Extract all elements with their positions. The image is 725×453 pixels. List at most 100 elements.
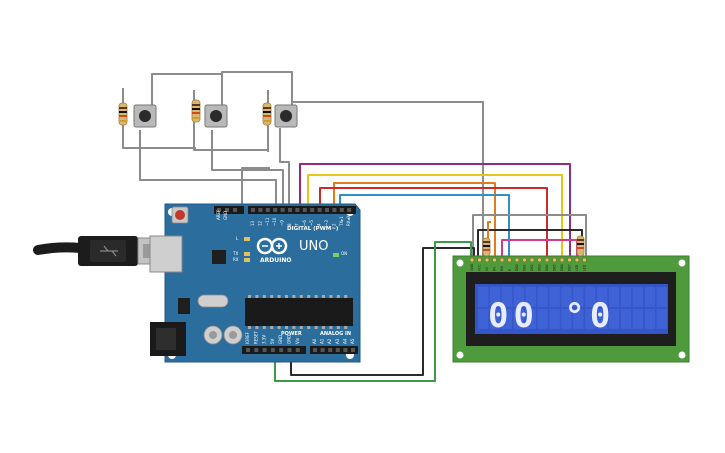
chip-pin [285, 326, 288, 329]
lcd-pin[interactable] [484, 257, 490, 263]
reset-button[interactable] [171, 206, 189, 224]
digital-pin-hole[interactable] [295, 208, 300, 212]
analog-pin-hole[interactable] [313, 348, 317, 352]
chip-pin [255, 295, 259, 298]
button-1[interactable] [133, 104, 157, 128]
digital-pin-hole[interactable] [288, 208, 292, 212]
resistor-3[interactable] [262, 102, 272, 126]
analog-pin-hole[interactable] [343, 348, 348, 352]
chip-pin [277, 326, 281, 329]
lcd-pin-label: DB6 [560, 264, 564, 271]
lcd-display-text: 00 °0 [488, 296, 615, 336]
aref-pin-label: AREF [216, 209, 221, 220]
chip-pin [336, 295, 340, 298]
header-hole[interactable] [217, 208, 221, 212]
power-pin-hole[interactable] [295, 348, 300, 352]
power-pin-hole[interactable] [254, 348, 259, 352]
power-pin-hole[interactable] [270, 348, 275, 352]
resistor-lcd-1[interactable] [482, 237, 491, 257]
arduino-logo-icon [256, 237, 288, 255]
wire-yellow[interactable] [307, 174, 563, 260]
wire-gray-lcd[interactable] [472, 214, 587, 260]
digital-pin-hole[interactable] [310, 208, 315, 212]
lcd-pin[interactable] [522, 257, 527, 263]
lcd-pin[interactable] [529, 257, 535, 263]
lcd-cell [573, 309, 584, 329]
lcd-pin[interactable] [552, 257, 557, 263]
digital-pin-hole[interactable] [347, 208, 352, 212]
wire-gray-btn2-bottom[interactable] [211, 130, 284, 205]
lcd-pin[interactable] [507, 257, 512, 263]
lcd-cell [501, 309, 513, 329]
button-3[interactable] [274, 104, 298, 128]
wire-black-gnd[interactable] [290, 247, 475, 376]
digital-pin-hole[interactable] [317, 208, 322, 212]
digital-pin-label: ~10 [272, 217, 277, 226]
lcd-character-grid [478, 287, 667, 329]
analog-pin-hole[interactable] [320, 348, 325, 352]
lcd-pin[interactable] [544, 257, 550, 263]
wire-gray-btn2-top[interactable] [221, 71, 293, 108]
power-pin-hole[interactable] [262, 348, 267, 352]
analog-pin-hole[interactable] [351, 348, 355, 352]
header-hole[interactable] [225, 208, 229, 212]
wire-orange[interactable] [333, 182, 496, 260]
wire-gray-btn1-bottom[interactable] [139, 130, 277, 205]
digital-pin-hole[interactable] [258, 208, 263, 212]
lcd-pin[interactable] [477, 257, 482, 263]
digital-pin-label: TX▸1 [339, 216, 344, 227]
digital-pin-hole[interactable] [332, 208, 337, 212]
digital-pin-hole[interactable] [325, 208, 329, 212]
wire-gray-btn1-top[interactable] [151, 73, 222, 108]
lcd-pin[interactable] [574, 257, 580, 263]
wire-red[interactable] [319, 187, 548, 260]
wire-green-5v[interactable] [274, 241, 472, 382]
lcd-pin[interactable] [514, 257, 520, 263]
resistor-lcd-2[interactable] [576, 235, 585, 257]
lcd-cell [537, 287, 548, 307]
lcd-cell [656, 309, 667, 329]
lcd-pin[interactable] [492, 257, 497, 263]
digital-pin-hole[interactable] [265, 208, 270, 212]
digital-pin-hole[interactable] [251, 208, 255, 212]
lcd-pin[interactable] [499, 257, 505, 263]
digital-pin-hole[interactable] [302, 208, 307, 212]
lcd-pin[interactable] [559, 257, 565, 263]
lcd-pin[interactable] [537, 257, 542, 263]
lcd-pin-label: LED [583, 264, 587, 271]
analog-pin-hole[interactable] [335, 348, 340, 352]
digital-pin-hole[interactable] [339, 208, 344, 212]
power-pin-hole[interactable] [279, 348, 284, 352]
lcd-pin-label: DB4 [545, 264, 549, 271]
chip-pin [314, 326, 318, 329]
crystal-oscillator [197, 294, 229, 308]
usb-port [149, 235, 183, 273]
status-leds [244, 237, 339, 262]
analog-pin-label: A0 [312, 338, 317, 344]
digital-pin-hole[interactable] [280, 208, 285, 212]
resistor-2[interactable] [191, 99, 201, 123]
wire-purple[interactable] [299, 163, 571, 260]
header-hole[interactable] [233, 208, 237, 212]
resistor-1[interactable] [118, 102, 128, 126]
lcd-pin[interactable] [469, 257, 475, 263]
small-chip [212, 250, 226, 264]
chip-pin [314, 295, 318, 298]
lcd-pin[interactable] [567, 257, 572, 263]
lcd-cell [525, 287, 536, 307]
lcd-pin-label: DB7 [568, 264, 572, 271]
wire-blue[interactable] [339, 194, 510, 260]
analog-pin-hole[interactable] [328, 348, 333, 352]
lcd-pin[interactable] [582, 257, 587, 263]
wire-gray-gnd[interactable] [241, 167, 270, 205]
button-2[interactable] [204, 104, 228, 128]
wire-gray-btn3-bottom[interactable] [279, 128, 290, 205]
lcd-cell [597, 287, 608, 307]
power-pin-hole[interactable] [287, 348, 292, 352]
power-pin-hole[interactable] [246, 348, 250, 352]
lcd-cell [644, 309, 655, 329]
lcd-pin-label: DB0 [515, 264, 519, 271]
digital-pin-hole[interactable] [273, 208, 278, 212]
chip-pin [322, 295, 325, 298]
